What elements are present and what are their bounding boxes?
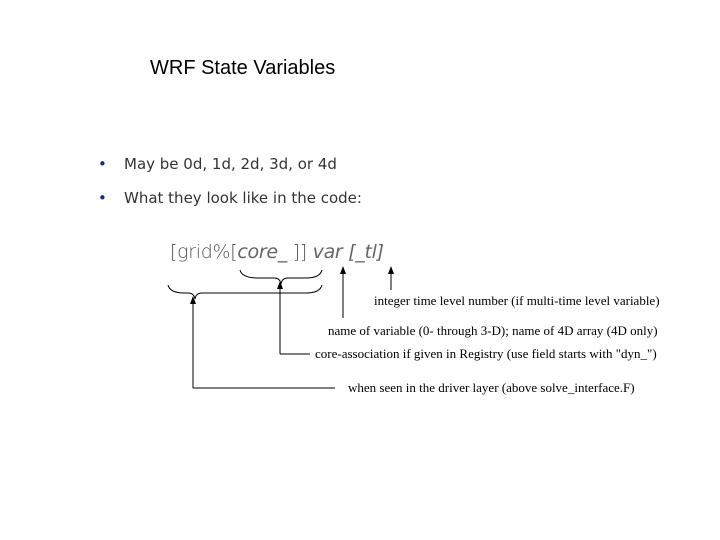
annotation-driver: when seen in the driver layer (above sol… bbox=[348, 380, 635, 395]
bullet-icon: • bbox=[98, 155, 107, 173]
code-grid: [grid%[ bbox=[170, 241, 238, 263]
code-close: ]] bbox=[286, 241, 313, 263]
core-brace bbox=[239, 269, 323, 285]
slide-title: WRF State Variables bbox=[150, 57, 336, 79]
arrowhead-icon bbox=[340, 266, 346, 274]
annotation-var-name: name of variable (0- through 3-D); name … bbox=[328, 323, 658, 338]
code-var: var bbox=[312, 241, 343, 263]
arrowhead-icon bbox=[388, 266, 394, 274]
bullet-item: • What they look like in the code: bbox=[98, 189, 362, 207]
driver-arrow-line bbox=[192, 302, 335, 389]
arrowhead-icon bbox=[277, 281, 283, 289]
annotation-core: core-association if given in Registry (u… bbox=[315, 346, 657, 361]
bullet-icon: • bbox=[98, 189, 107, 207]
annotation-time-level: integer time level number (if multi-time… bbox=[374, 293, 660, 308]
code-core: core_ bbox=[237, 241, 287, 263]
bullet-item: • May be 0d, 1d, 2d, 3d, or 4d bbox=[98, 155, 337, 173]
grid-brace bbox=[167, 284, 323, 300]
arrowhead-icon bbox=[190, 296, 196, 304]
bullet-text: May be 0d, 1d, 2d, 3d, or 4d bbox=[124, 155, 337, 173]
code-tl: [_tl] bbox=[342, 241, 384, 263]
bullet-text: What they look like in the code: bbox=[124, 189, 362, 207]
core-arrow-line bbox=[279, 286, 310, 355]
code-syntax: [grid%[core_ ]] var [_tl] bbox=[170, 241, 384, 263]
